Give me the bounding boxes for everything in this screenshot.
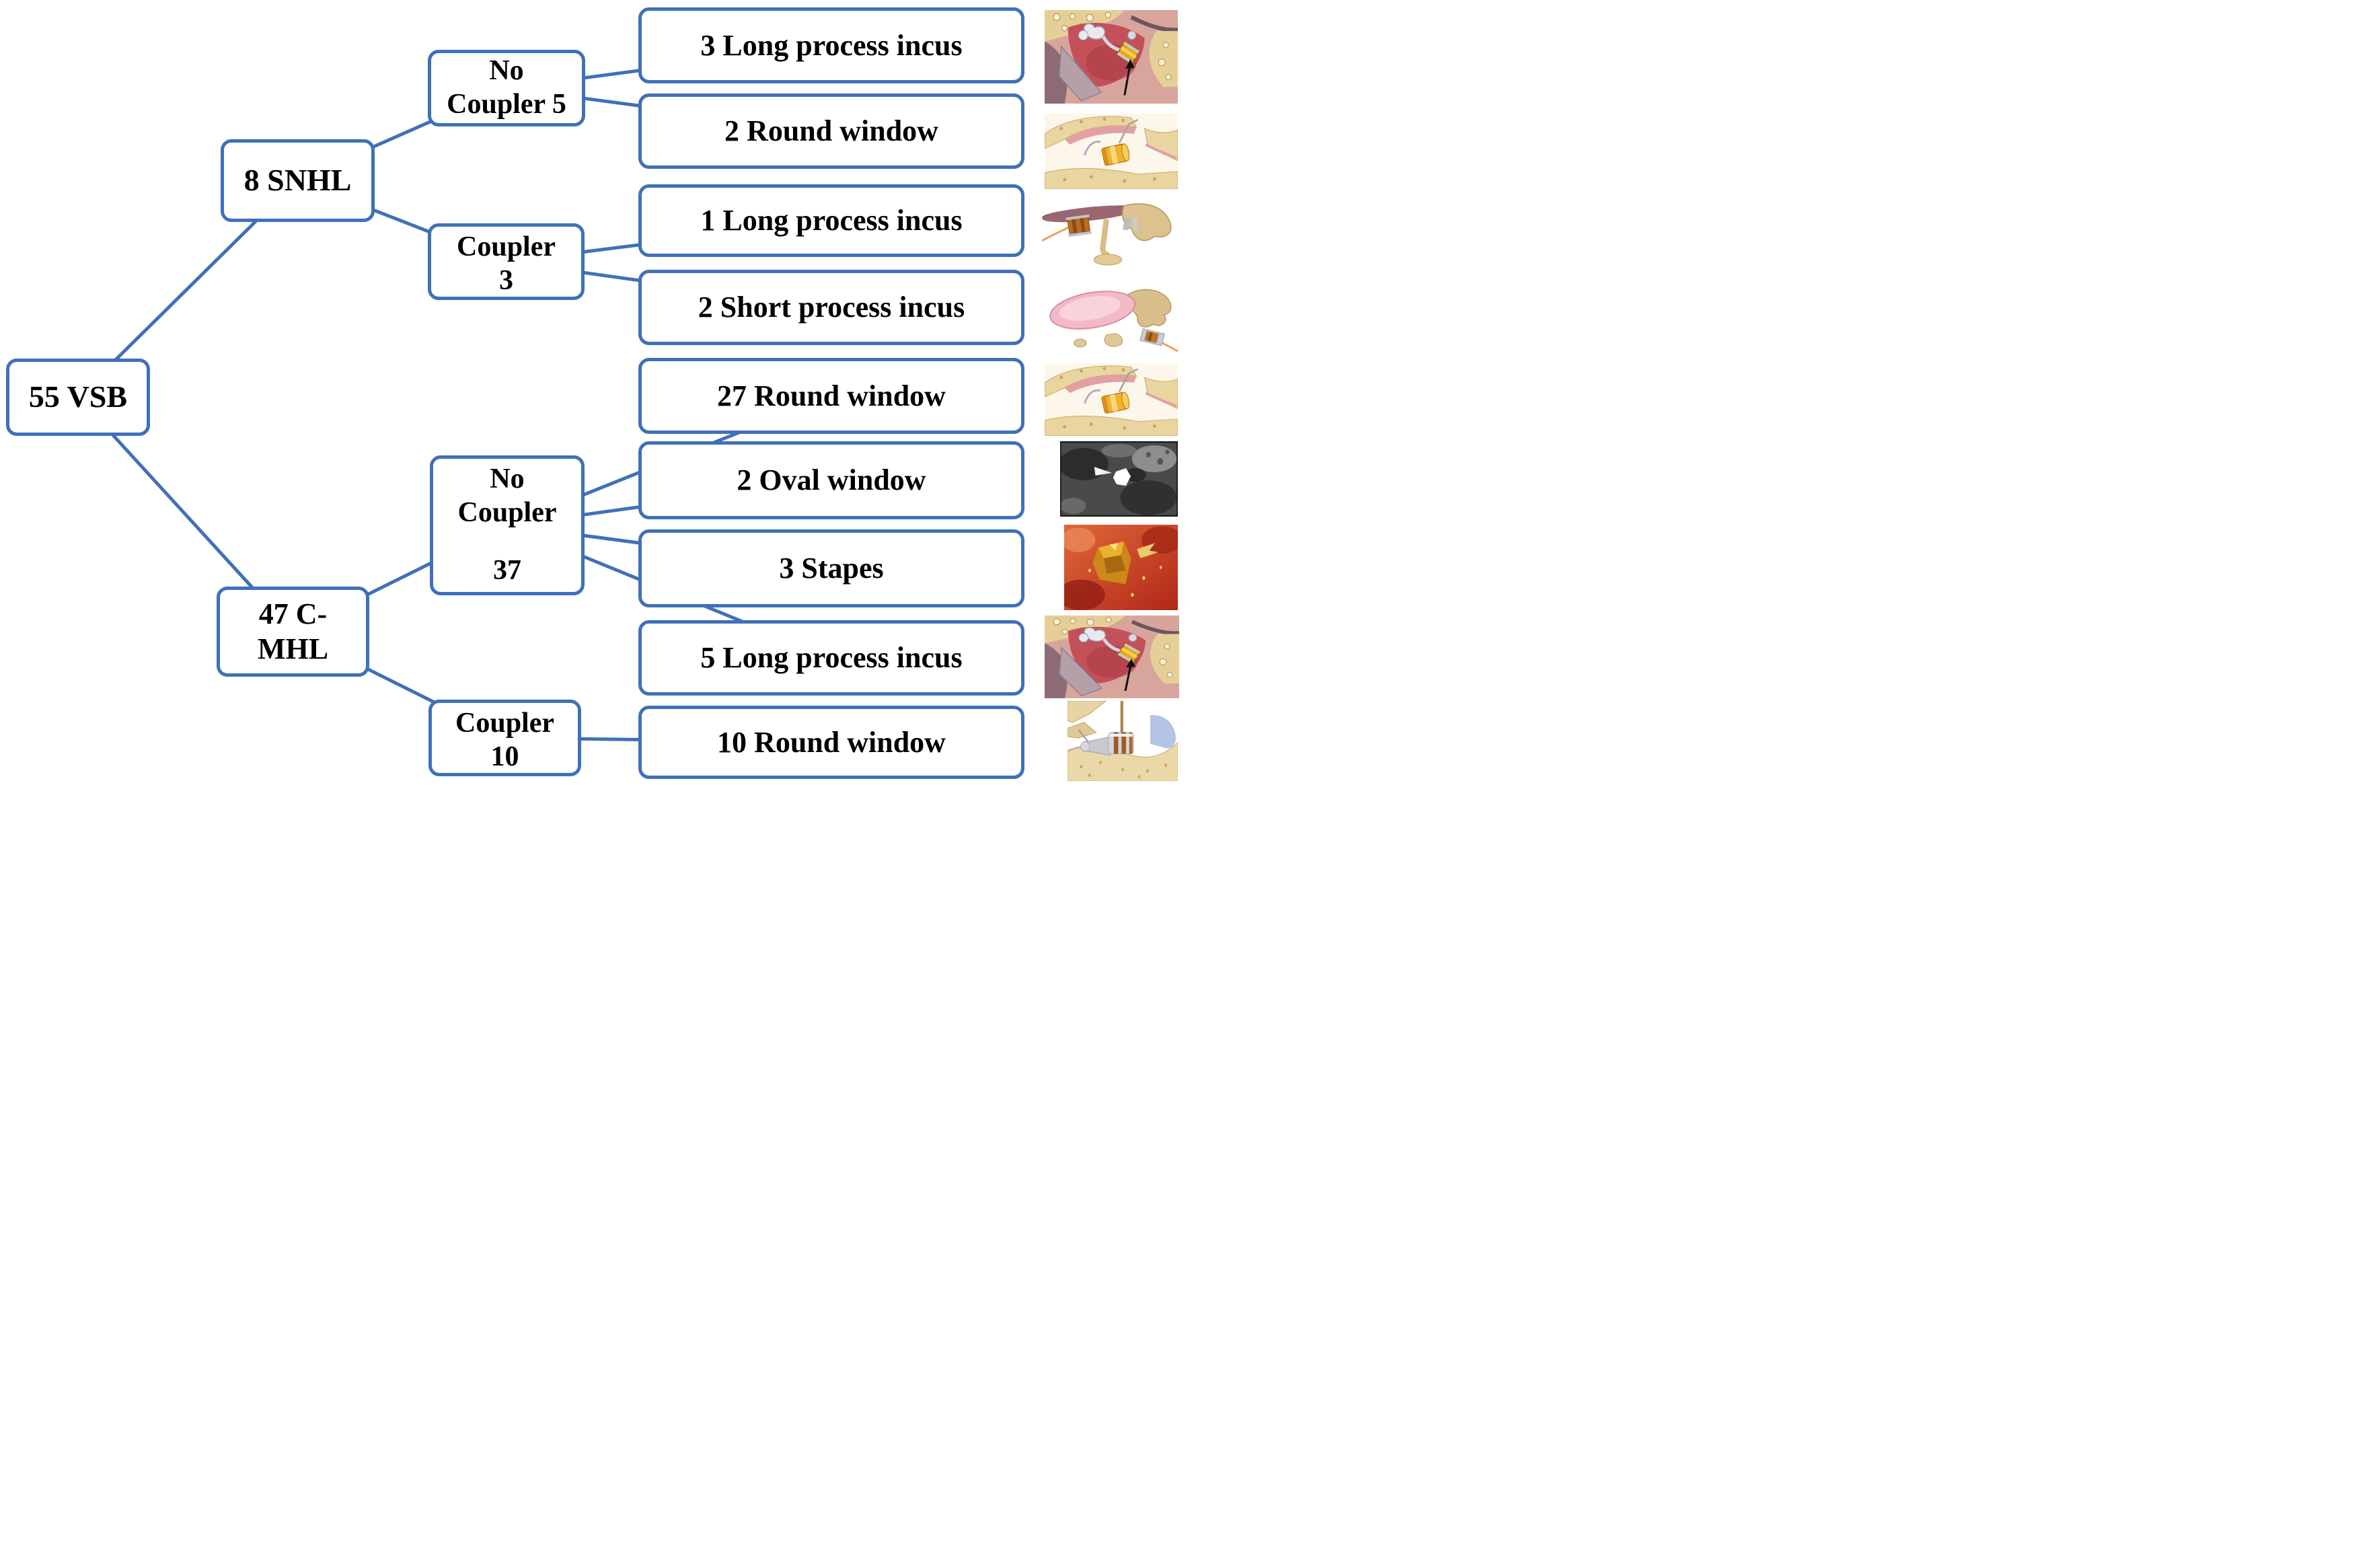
leaf-label: 27 Round window bbox=[717, 379, 946, 412]
leaf-node-long-process-incus: 3 Long process incus bbox=[638, 7, 1024, 83]
leaf-label: 5 Long process incus bbox=[700, 641, 963, 675]
coupling-node-coupler-3: Coupler 3 bbox=[428, 223, 585, 300]
branch-node-cmhl: 47 C- MHL bbox=[217, 587, 369, 677]
leaf-label: 3 Stapes bbox=[779, 552, 884, 585]
coupling-node-label-line: Coupler bbox=[455, 708, 554, 739]
leaf-label: 3 Long process incus bbox=[700, 28, 963, 62]
ear-anatomy-incus-implant-illustration bbox=[1045, 10, 1178, 104]
coupling-node-label-line: 37 bbox=[493, 555, 521, 587]
leaf-label: 2 Round window bbox=[724, 114, 938, 148]
coupling-node-label-line: 3 bbox=[499, 264, 513, 296]
coupling-node-no-coupler-5: No Coupler 5 bbox=[428, 50, 585, 126]
round-window-placement-illustration bbox=[1045, 363, 1178, 436]
leaf-label: 2 Short process incus bbox=[698, 291, 965, 324]
leaf-node-round-window: 27 Round window bbox=[638, 358, 1024, 434]
coupling-node-label-line: No bbox=[489, 55, 524, 87]
coupling-node-label-line: Coupler bbox=[457, 231, 556, 262]
coupling-node-label-line: No bbox=[490, 463, 525, 494]
branch-node-label-line: MHL bbox=[257, 632, 329, 665]
coupling-node-no-coupler-37: No Coupler 37 bbox=[430, 455, 585, 595]
coupling-node-label-line: Coupler 5 bbox=[447, 89, 566, 120]
leaf-node-round-window: 2 Round window bbox=[638, 94, 1024, 169]
leaf-label: 10 Round window bbox=[717, 725, 946, 759]
round-window-niche-implant-illustration bbox=[1068, 701, 1178, 781]
branch-node-label: 8 SNHL bbox=[244, 163, 352, 198]
root-node-label: 55 VSB bbox=[28, 379, 128, 414]
root-node: 55 VSB bbox=[6, 359, 150, 436]
ear-anatomy-incus-implant-illustration bbox=[1045, 615, 1179, 698]
surgical-photo-implant-image bbox=[1064, 525, 1178, 610]
coupling-node-coupler-10: Coupler 10 bbox=[428, 700, 581, 776]
coupling-node-label-line: Coupler bbox=[457, 496, 557, 528]
leaf-node-short-process-incus: 2 Short process incus bbox=[638, 270, 1024, 345]
leaf-node-long-process-incus: 1 Long process incus bbox=[638, 184, 1024, 257]
leaf-node-oval-window: 2 Oval window bbox=[638, 441, 1024, 519]
vsb-implantation-flow-diagram: 55 VSB 8 SNHL 47 C- MHL No Coupler 5 Cou… bbox=[0, 0, 1180, 784]
ct-scan-temporal-bone-image bbox=[1060, 441, 1178, 517]
leaf-node-stapes: 3 Stapes bbox=[638, 529, 1024, 607]
leaf-label: 1 Long process incus bbox=[700, 204, 963, 237]
leaf-node-round-window: 10 Round window bbox=[638, 706, 1024, 779]
tympanic-membrane-disc-illustration bbox=[1041, 280, 1179, 355]
leaf-label: 2 Oval window bbox=[737, 463, 926, 497]
ossicular-chain-implant-illustration bbox=[1041, 199, 1179, 274]
round-window-placement-illustration bbox=[1045, 114, 1178, 189]
branch-node-snhl: 8 SNHL bbox=[221, 139, 375, 222]
leaf-node-long-process-incus: 5 Long process incus bbox=[638, 620, 1024, 696]
coupling-node-label-line: 10 bbox=[490, 741, 519, 772]
branch-node-label-line: 47 C- bbox=[258, 597, 328, 631]
